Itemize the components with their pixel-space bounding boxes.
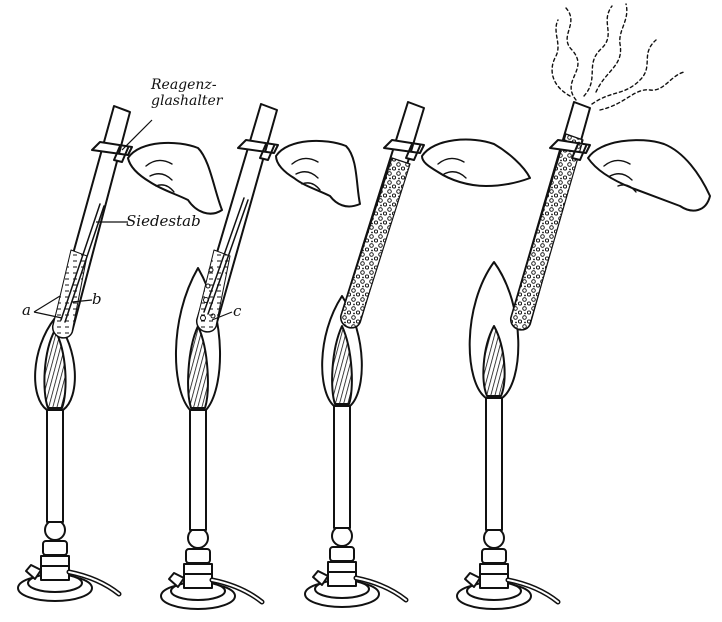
holder-label-line2: glashalter bbox=[151, 94, 222, 108]
label-c: c bbox=[233, 302, 241, 320]
test-tube-2 bbox=[197, 104, 277, 332]
bunsen-burner-3 bbox=[305, 296, 406, 607]
test-tube-4 bbox=[511, 102, 590, 330]
burner-tube bbox=[190, 410, 206, 530]
burner-tube bbox=[47, 410, 63, 522]
escaping-vapour bbox=[552, 4, 684, 110]
gas-valve bbox=[328, 562, 356, 586]
gas-valve bbox=[184, 564, 212, 588]
bunsen-burner-4 bbox=[457, 262, 558, 609]
bunsen-burner-1 bbox=[18, 318, 119, 601]
hand bbox=[128, 143, 222, 214]
stage-4 bbox=[457, 4, 710, 609]
hand bbox=[422, 140, 530, 186]
label-b: b bbox=[92, 290, 102, 308]
tube-foam bbox=[511, 134, 583, 330]
hand bbox=[588, 140, 710, 210]
holder-and-hand-4 bbox=[550, 140, 710, 211]
hand bbox=[276, 141, 360, 207]
test-tube-3 bbox=[341, 102, 424, 328]
burner-tube bbox=[486, 398, 502, 530]
rod-label: Siedestab bbox=[126, 212, 201, 230]
burner-tube bbox=[334, 406, 350, 528]
gas-valve bbox=[41, 556, 69, 580]
holder-label-line1: Reagenz- bbox=[151, 78, 217, 92]
label-a: a bbox=[22, 301, 31, 319]
gas-valve bbox=[480, 564, 508, 588]
a-leader bbox=[34, 296, 60, 312]
